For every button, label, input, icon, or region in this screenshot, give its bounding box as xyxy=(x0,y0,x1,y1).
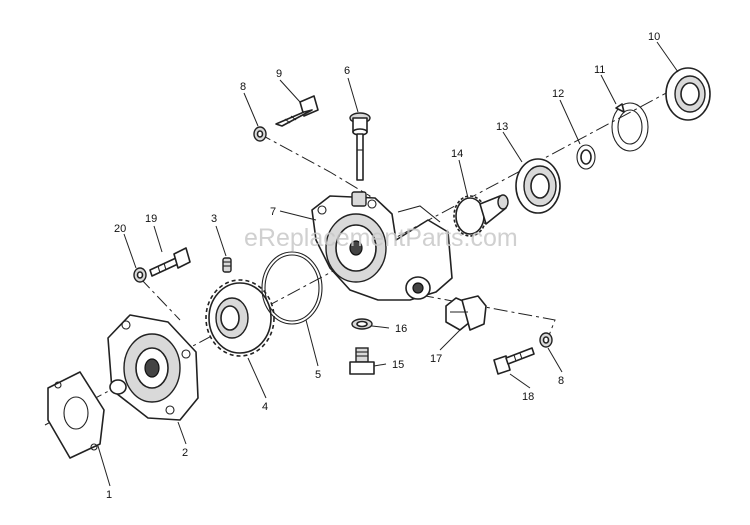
callout-9: 9 xyxy=(276,68,282,80)
part-set-screw[interactable] xyxy=(222,257,232,273)
part-washer-20[interactable] xyxy=(133,267,147,283)
callout-2: 2 xyxy=(182,447,188,459)
part-cover-plate[interactable] xyxy=(107,314,199,421)
part-washer-16[interactable] xyxy=(351,318,373,330)
callout-17: 17 xyxy=(430,353,442,365)
watermark-text: eReplacementParts.com xyxy=(244,224,518,252)
part-fill-plug[interactable] xyxy=(445,295,487,331)
callout-13: 13 xyxy=(496,121,508,133)
leader-lines xyxy=(97,41,679,487)
callout-5: 5 xyxy=(315,369,321,381)
callout-3: 3 xyxy=(211,213,217,225)
callout-7: 7 xyxy=(270,206,276,218)
part-bolt-18[interactable] xyxy=(493,347,535,375)
part-drain-plug[interactable] xyxy=(349,347,375,375)
part-pinion-shaft[interactable] xyxy=(453,194,509,237)
callout-8-upper: 8 xyxy=(240,81,246,93)
callout-16: 16 xyxy=(395,323,407,335)
part-retaining-ring[interactable] xyxy=(611,102,649,152)
part-washer-8-upper[interactable] xyxy=(253,126,267,142)
callout-18: 18 xyxy=(522,391,534,403)
callout-4: 4 xyxy=(262,401,268,413)
part-snap-ring[interactable] xyxy=(576,144,596,170)
part-bolt-19[interactable] xyxy=(149,247,191,277)
part-pump-housing[interactable] xyxy=(311,191,453,301)
part-drive-gear[interactable] xyxy=(205,279,275,357)
part-gasket[interactable] xyxy=(47,371,105,459)
part-bolt-9[interactable] xyxy=(275,95,319,127)
part-washer-8-lower[interactable] xyxy=(539,332,553,348)
callout-20: 20 xyxy=(114,223,126,235)
callout-15: 15 xyxy=(392,359,404,371)
callout-10: 10 xyxy=(648,31,660,43)
part-o-ring[interactable] xyxy=(261,251,323,325)
callout-6: 6 xyxy=(344,65,350,77)
part-oil-seal[interactable] xyxy=(665,67,711,121)
part-bearing[interactable] xyxy=(515,158,561,214)
callout-labels: 1 2 3 4 5 6 7 8 8 9 10 11 12 13 14 15 16… xyxy=(106,31,660,501)
callout-14: 14 xyxy=(451,148,463,160)
callout-19: 19 xyxy=(145,213,157,225)
callout-8-lower: 8 xyxy=(558,375,564,387)
callout-12: 12 xyxy=(552,88,564,100)
callout-1: 1 xyxy=(106,489,112,501)
part-bleed-valve[interactable] xyxy=(349,112,371,181)
callout-11: 11 xyxy=(594,64,605,76)
